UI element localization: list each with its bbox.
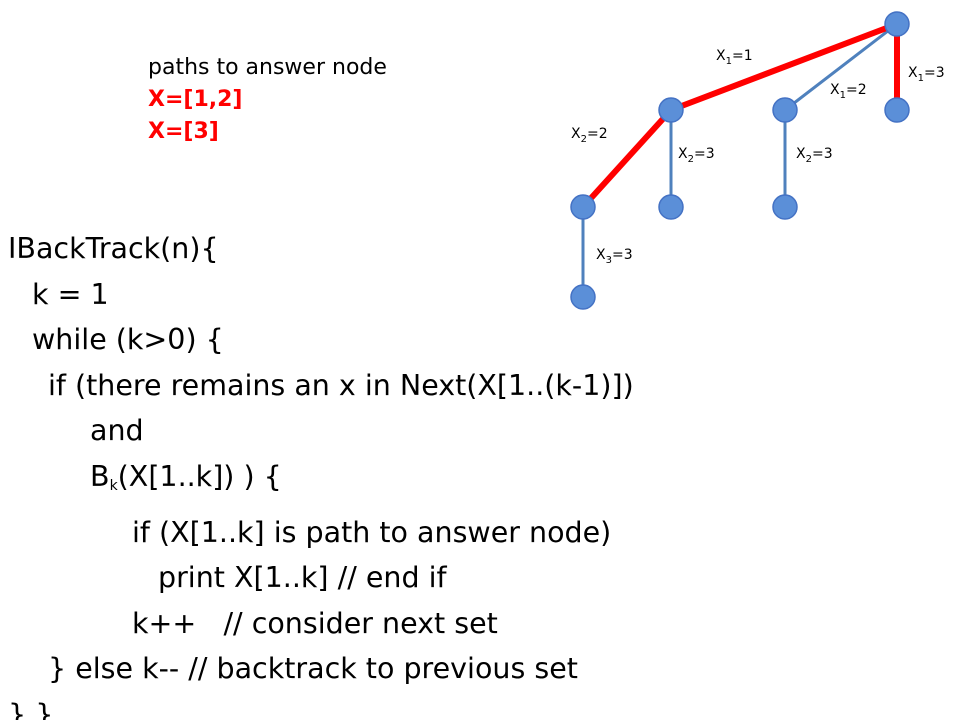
code-line: if (X[1..k] is path to answer node) [132, 515, 612, 549]
answer-path: X=[3] [148, 119, 219, 144]
code-line: Bk(X[1..k]) ) { [8, 454, 634, 510]
code-line: } else k-- // backtrack to previous set [48, 652, 578, 686]
edge-label: X2=3 [796, 146, 833, 165]
code-line: while (k>0) { [32, 323, 224, 357]
edge-label: X1=3 [908, 65, 945, 84]
edge-label: X1=1 [716, 48, 753, 67]
tree-node [772, 97, 798, 123]
code-line: IBackTrack(n){ [8, 232, 219, 265]
answer-path-edge [668, 21, 900, 113]
code-line: k = 1 [32, 277, 109, 311]
pseudocode-block: IBackTrack(n){ k = 1 while (k>0) { if (ther… [8, 226, 634, 720]
tree-node [884, 97, 910, 123]
tree-node [658, 97, 684, 123]
code-line: k++ // consider next set [132, 606, 498, 640]
answer-path: X=[1,2] [148, 87, 243, 112]
bound-function-name: B [90, 459, 110, 493]
tree-edge [783, 22, 899, 112]
code-text: (X[1..k]) ) { [117, 459, 282, 493]
tree-node [772, 194, 798, 220]
code-line: print X[1..k] // end if [158, 561, 447, 595]
code-line: and [90, 414, 144, 448]
answer-path-edge [580, 107, 674, 210]
edge-label: X1=2 [830, 82, 867, 101]
tree-node [570, 284, 596, 310]
legend-heading: paths to answer node [148, 55, 387, 80]
tree-node [884, 11, 910, 37]
bound-function-subscript: k [109, 477, 118, 494]
edge-label: X3=3 [596, 247, 633, 266]
edge-label: X2=3 [678, 146, 715, 165]
code-line: } } [8, 697, 54, 720]
answer-paths-legend: paths to answer node X=[1,2] X=[3] [148, 52, 387, 148]
edge-label: X2=2 [571, 126, 608, 145]
tree-node [658, 194, 684, 220]
tree-node [570, 194, 596, 220]
code-line: if (there remains an x in Next(X[1..(k-1… [48, 368, 634, 402]
